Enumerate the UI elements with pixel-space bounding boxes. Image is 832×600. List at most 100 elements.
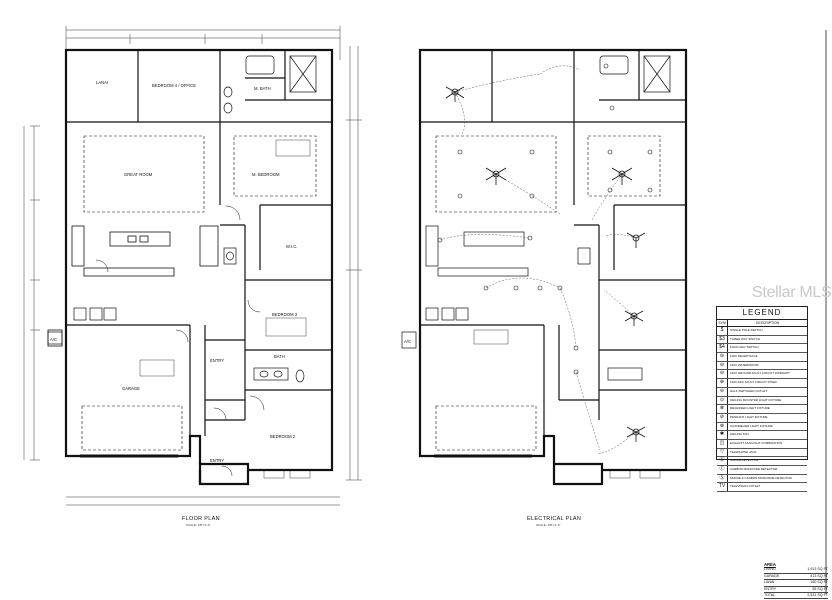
- floor-plan-scale: SCALE: 1/8"=1'-0": [186, 523, 210, 527]
- door-swings: [95, 205, 265, 477]
- legend-symbol-icon: ⊖: [717, 361, 728, 370]
- legend-row: ✱CEILING FAN: [717, 431, 807, 440]
- legend-symbol-icon: ✱: [717, 431, 728, 439]
- legend-symbol-icon: ⊖: [717, 370, 728, 379]
- legend-row: ⊖120V WATERPROOF: [717, 361, 807, 371]
- dimension-lines: [23, 26, 362, 506]
- watermark: Stellar MLS: [752, 284, 832, 301]
- legend-description: CEILING FAN: [730, 432, 749, 437]
- bath-fixtures: [223, 55, 317, 383]
- legend-symbol-icon: Ⓢ: [717, 457, 728, 465]
- legend-row: ⊘PENDANT LIGHT FIXTURE: [717, 413, 807, 423]
- legend-row: ⊛CHANDELIER LIGHT FIXTURE: [717, 422, 807, 432]
- legend-description: SINGLE POLE SWITCH: [730, 328, 763, 332]
- legend-row: ⊗RECESSED LIGHT FIXTURE: [717, 405, 807, 414]
- legend-row: ◫EXHAUST FAN/LIGHT COMBINATION: [717, 439, 807, 449]
- legend-symbol-icon: ⊕: [717, 379, 728, 387]
- legend-row: ⊖120V GROUND FAULT CIRCUIT INTERUPT: [717, 370, 807, 380]
- room-label-bedroom-office: BEDROOM 4 / OFFICE: [152, 83, 196, 88]
- legend-description: 120V ARC FAULT CIRCUIT INTER.: [730, 380, 778, 385]
- area-label: LANAI: [764, 580, 775, 585]
- legend-row: $SINGLE POLE SWITCH: [717, 327, 807, 336]
- legend-description: 120V WATERPROOF: [730, 362, 760, 367]
- legend-symbol-icon: ◫: [717, 439, 728, 448]
- legend-description: 120V RECEPTACLE: [730, 354, 758, 359]
- electrical-note-markers: [473, 329, 661, 479]
- area-value: 1,913 SQ FT: [807, 567, 828, 572]
- area-row: TOTAL 2,531 SQ FT: [764, 593, 828, 600]
- ac-label: A/C: [50, 337, 57, 342]
- legend-row: ▽TELEPHONE JACK: [717, 448, 807, 458]
- legend-symbol-icon: ⊛: [717, 422, 728, 431]
- legend-symbol-icon: $4: [717, 344, 728, 353]
- legend-col-symbol: SYM: [717, 320, 728, 326]
- area-title: AREA: [764, 562, 776, 567]
- legend-description: SMOKE DETECTOR: [730, 458, 759, 463]
- legend-description: FOUR WAY SWITCH: [730, 345, 759, 350]
- legend-symbol-icon: ⊖: [717, 387, 728, 396]
- area-label: GARAGE: [764, 573, 780, 578]
- area-row: GARAGE 413 SQ FT: [764, 573, 828, 581]
- room-label-bedroom3: BEDROOM 3: [272, 312, 298, 317]
- legend-symbol-icon: $: [717, 327, 728, 335]
- legend: LEGEND SYM DESCRIPTION $SINGLE POLE SWIT…: [716, 306, 808, 493]
- room-label-garage: GARAGE: [122, 386, 140, 391]
- note-markers: [139, 139, 311, 479]
- area-value: 413 SQ FT: [810, 573, 828, 578]
- legend-row: ⊕120V ARC FAULT CIRCUIT INTER.: [717, 379, 807, 388]
- legend-description: EXHAUST FAN/LIGHT COMBINATION: [730, 440, 783, 445]
- room-label-m-bath: M. BATH: [254, 86, 271, 91]
- legend-row: ⊖HALF SWITCHED OUTLET: [717, 387, 807, 397]
- legend-description: THREE WAY SWITCH: [730, 336, 761, 341]
- exterior-walls: [64, 48, 334, 486]
- legend-header: SYM DESCRIPTION: [717, 320, 807, 327]
- legend-description: CHANDELIER LIGHT FIXTURE: [730, 423, 773, 428]
- legend-symbol-icon: Ⓒ: [717, 466, 728, 474]
- legend-symbol-icon: $3: [717, 335, 728, 344]
- floor-plan: [23, 26, 362, 506]
- tray-ceiling-outlines: [81, 135, 317, 451]
- area-value: 2,531 SQ FT: [807, 593, 828, 598]
- legend-symbol-icon: TV: [717, 483, 728, 492]
- floor-plan-labels: LANAI BEDROOM 4 / OFFICE M. BATH GREAT R…: [50, 80, 298, 527]
- floor-plan-title: FLOOR PLAN: [182, 516, 220, 522]
- room-label-entry-porch: ENTRY: [210, 458, 224, 463]
- room-label-entry: ENTRY: [210, 358, 224, 363]
- legend-description: PENDANT LIGHT FIXTURE: [730, 414, 768, 419]
- electrical-exterior-walls: [418, 48, 688, 486]
- ac-pad: [47, 329, 63, 347]
- area-label: TOTAL: [764, 593, 776, 598]
- electrical-plan-title: ELECTRICAL PLAN: [527, 516, 581, 522]
- legend-description: TELEVISION OUTLET: [730, 484, 761, 489]
- legend-row: ⊖120V RECEPTACLE: [717, 353, 807, 362]
- legend-symbol-icon: ⊘: [717, 413, 728, 422]
- legend-description: HALF SWITCHED OUTLET: [730, 388, 768, 393]
- legend-symbol-icon: ⊗: [717, 405, 728, 413]
- interior-walls: [66, 50, 332, 436]
- legend-symbol-icon: ▽: [717, 448, 728, 457]
- area-label: ENTRY: [764, 586, 777, 591]
- legend-col-description: DESCRIPTION: [755, 321, 780, 325]
- legend-description: 120V GROUND FAULT CIRCUIT INTERUPT: [730, 371, 790, 376]
- legend-symbol-icon: ⊙: [717, 396, 728, 405]
- legend-description: CARBON MONOXIDE DETECTOR: [730, 467, 778, 471]
- room-label-bedroom2: BEDROOM 2: [270, 434, 296, 439]
- legend-title: LEGEND: [717, 307, 807, 320]
- legend-symbol-icon: ⊖: [717, 353, 728, 361]
- electrical-plan-labels: A/C ELECTRICAL PLAN SCALE: 1/8"=1'-0": [404, 339, 581, 527]
- legend-description: CEILING MOUNTED LIGHT FIXTURE: [730, 397, 782, 402]
- room-label-lanai: LANAI: [96, 80, 108, 85]
- electrical-plan: [401, 48, 688, 486]
- area-value: 150 SQ FT: [810, 580, 828, 585]
- circuit-runs: [439, 65, 637, 455]
- area-row: LANAI 150 SQ FT: [764, 580, 828, 587]
